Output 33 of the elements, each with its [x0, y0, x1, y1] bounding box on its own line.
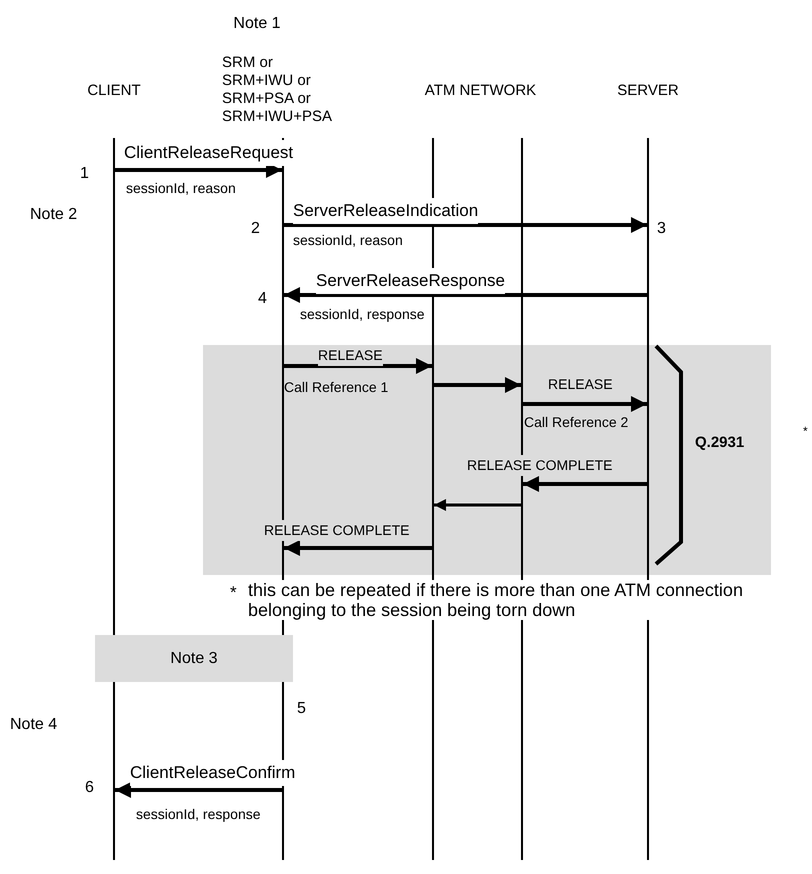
message-arrow: [284, 217, 647, 233]
participant-name: ATM NETWORK: [424, 81, 538, 101]
step-number: 3: [657, 219, 666, 239]
message-arrow: [284, 358, 432, 374]
step-number: 2: [251, 219, 260, 239]
message-arrow: [523, 396, 647, 412]
note-label: Note 3: [170, 648, 218, 668]
message-label: RELEASE COMPLETE: [264, 520, 410, 541]
message-label: RELEASE COMPLETE: [467, 455, 612, 476]
step-number: 4: [258, 289, 267, 309]
step-number: 5: [297, 699, 306, 719]
protocol-label: Q.2931: [695, 433, 744, 453]
note-label: Note 2: [30, 205, 78, 225]
message-arrow: [434, 499, 521, 511]
message-arrow: [284, 287, 647, 303]
step-number: 1: [80, 164, 89, 184]
message-arrow: [523, 476, 647, 492]
message-arrow: [284, 540, 432, 556]
message-label: ClientReleaseConfirm: [130, 760, 296, 786]
message-arrow: [434, 377, 521, 393]
footnote-mark: *: [230, 582, 237, 604]
footnote-mark: *: [803, 423, 808, 440]
note-label: Note 1: [232, 14, 282, 34]
note-band: [95, 635, 293, 682]
message-arrow: [115, 782, 282, 798]
step-number: 6: [85, 778, 94, 798]
message-label: ServerReleaseIndication: [293, 198, 478, 224]
participant-name: CLIENT: [86, 81, 142, 101]
participant-name: SERVER: [616, 81, 680, 101]
note-label: Note 4: [10, 715, 58, 735]
message-label: ClientReleaseRequest: [124, 140, 294, 166]
message-label: ServerReleaseResponse: [316, 268, 505, 294]
participant-name: SRM or SRM+IWU or SRM+PSA or SRM+IWU+PSA: [222, 54, 334, 126]
